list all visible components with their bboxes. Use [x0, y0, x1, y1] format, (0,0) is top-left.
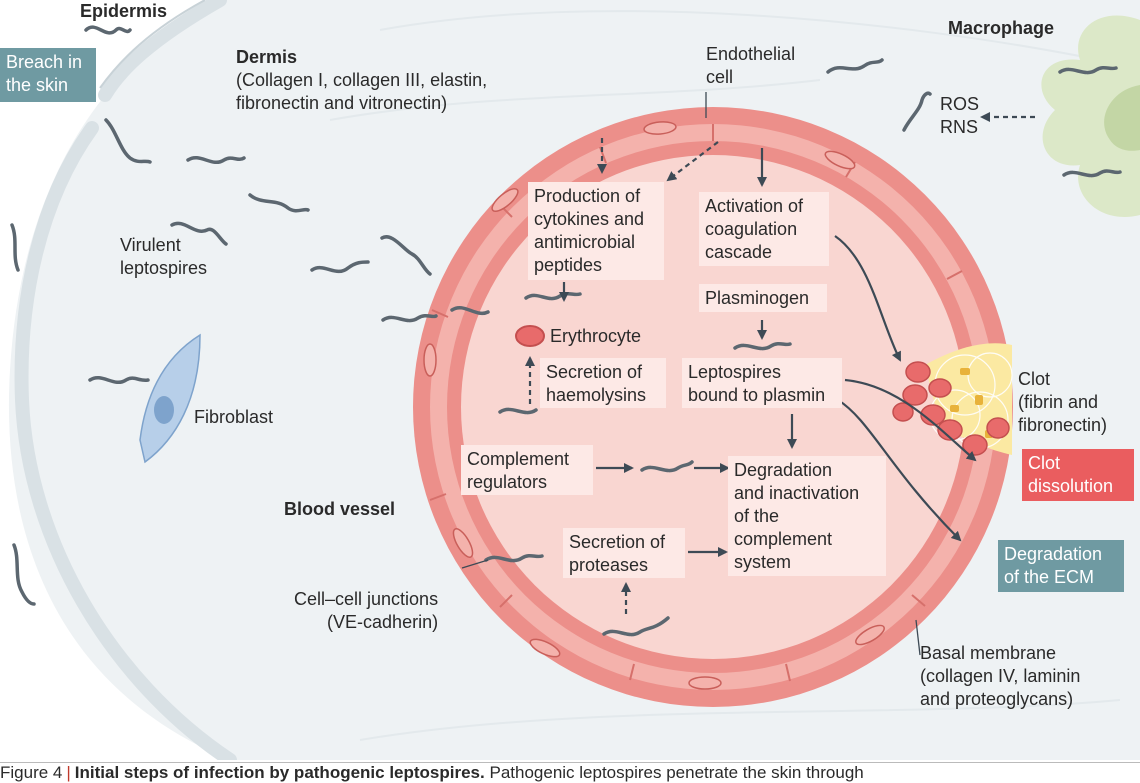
haemolysins-box: Secretion of haemolysins	[540, 358, 666, 408]
complement-degradation-box: Degradation and inactivation of the comp…	[728, 456, 886, 576]
caption-figure-number: Figure 4	[0, 763, 63, 782]
blood-vessel-label: Blood vessel	[284, 499, 396, 519]
caption-title: Initial steps of infection by pathogenic…	[74, 763, 485, 782]
cell-junctions-label: Cell–cell junctions (VE-cadherin)	[294, 589, 439, 632]
ecm-degradation-tag: Degradation of the ECM	[998, 540, 1124, 592]
leader-lines	[461, 92, 921, 656]
fibroblast-cell	[139, 333, 201, 464]
macrophage-label: Macrophage	[948, 18, 1055, 38]
caption-text: Pathogenic leptospires penetrate the ski…	[489, 763, 864, 782]
dermis-label: Dermis	[236, 47, 298, 67]
basal-membrane-label: Basal membrane (collagen IV, laminin and…	[920, 643, 1081, 709]
epidermis-label: Epidermis	[80, 1, 168, 21]
ros-rns-label: ROS RNS	[940, 94, 980, 137]
macrophage-cell	[1041, 15, 1140, 217]
virulent-leptospires-label: Virulent leptospires	[120, 235, 208, 278]
breach-tag: Breach in the skin	[0, 48, 96, 102]
erythrocyte-label: Erythrocyte	[550, 326, 642, 346]
dermis-components: (Collagen I, collagen III, elastin, fibr…	[236, 70, 488, 113]
plasminogen-box: Plasminogen	[699, 284, 827, 312]
proteases-box: Secretion of proteases	[563, 528, 685, 578]
coagulation-box: Activation of coagulation cascade	[699, 192, 829, 266]
epidermis-layer	[14, 0, 237, 760]
figure-caption: Figure 4|Initial steps of infection by p…	[0, 762, 1140, 783]
erythrocyte-icon	[515, 325, 545, 347]
fibroblast-label: Fibroblast	[194, 407, 274, 427]
clot	[892, 343, 1013, 456]
bound-plasmin-box: Leptospires bound to plasmin	[682, 358, 842, 408]
complement-regulators-box: Complement regulators	[461, 445, 593, 495]
clot-label: Clot (fibrin and fibronectin)	[1018, 369, 1108, 435]
cytokine-production-box: Production of cytokines and antimicrobia…	[528, 182, 664, 280]
leptospire-icons	[10, 25, 1122, 637]
pathway-arrows	[525, 112, 1035, 614]
clot-dissolution-tag: Clot dissolution	[1022, 449, 1134, 501]
endothelial-cell-label: Endothelial cell	[706, 44, 796, 87]
